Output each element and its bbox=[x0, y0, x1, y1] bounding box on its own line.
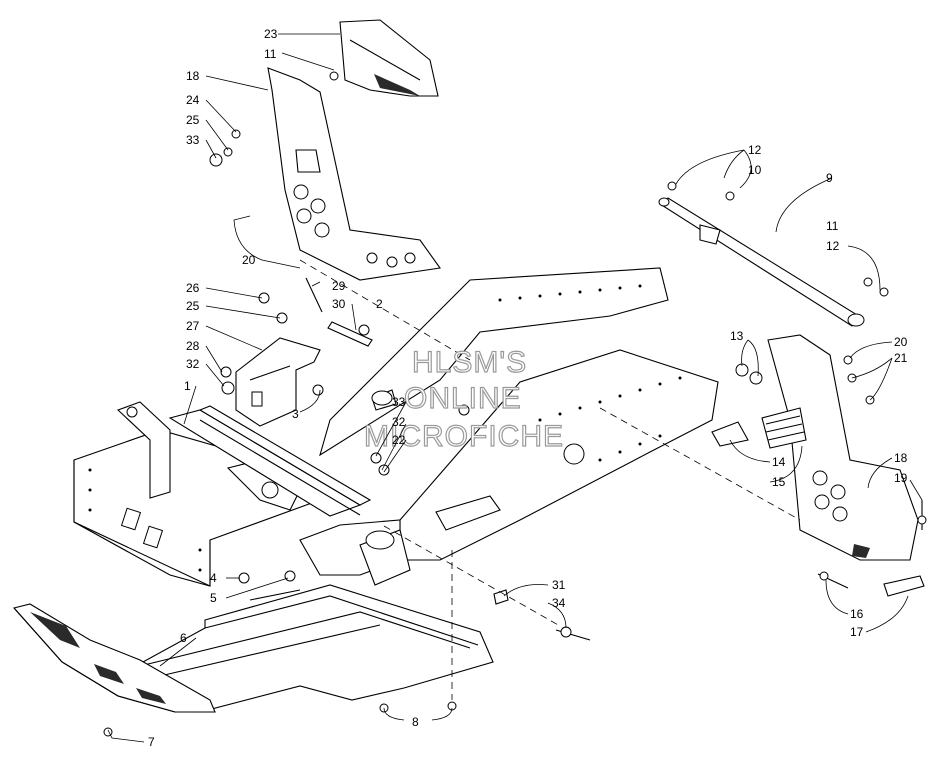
callout-25-top: 25 bbox=[186, 113, 200, 127]
callout-6: 6 bbox=[180, 631, 187, 645]
callout-leaders bbox=[107, 33, 923, 743]
callout-30: 30 bbox=[332, 297, 346, 311]
front-frame-part-1 bbox=[73, 267, 719, 587]
callout-32-mid: 32 bbox=[392, 415, 406, 429]
callout-4: 4 bbox=[210, 571, 217, 585]
motor-mount-bracket-part-27 bbox=[235, 337, 321, 427]
callout-13: 13 bbox=[730, 329, 744, 343]
callout-23: 23 bbox=[264, 27, 278, 41]
steering-support-part-18 bbox=[267, 67, 441, 281]
callout-33-mid: 33 bbox=[392, 395, 406, 409]
watermark-line-3: MICROFICHE bbox=[364, 420, 564, 453]
callout-34: 34 bbox=[552, 596, 566, 610]
callout-25-mid: 25 bbox=[186, 299, 200, 313]
callout-3: 3 bbox=[292, 407, 299, 421]
callout-11-top: 11 bbox=[264, 47, 277, 61]
alignment-lines bbox=[299, 259, 801, 700]
callout-27: 27 bbox=[186, 319, 200, 333]
callout-10: 10 bbox=[748, 163, 762, 177]
callout-1: 1 bbox=[184, 379, 191, 393]
callout-5: 5 bbox=[210, 591, 217, 605]
callout-24: 24 bbox=[186, 93, 200, 107]
watermark-line-1: HLSM'S bbox=[412, 346, 527, 379]
steering-cover-part-23 bbox=[339, 19, 439, 97]
callout-7: 7 bbox=[148, 735, 155, 749]
callout-18-right: 18 bbox=[894, 451, 908, 465]
callout-12-top: 12 bbox=[748, 143, 762, 157]
frame-rivets bbox=[88, 284, 682, 572]
callout-20-left: 20 bbox=[242, 253, 256, 267]
callout-17: 17 bbox=[850, 625, 864, 639]
callout-11-right: 11 bbox=[826, 219, 839, 233]
callout-14: 14 bbox=[772, 455, 786, 469]
right-support-part-18 bbox=[761, 334, 919, 561]
callout-15: 15 bbox=[772, 475, 786, 489]
callout-labels: 23 11 18 24 25 33 20 26 25 27 28 32 1 3 … bbox=[148, 27, 908, 749]
watermark-line-2: ONLINE bbox=[404, 382, 522, 415]
callout-16: 16 bbox=[850, 607, 864, 621]
callout-31: 31 bbox=[552, 578, 566, 592]
callout-29: 29 bbox=[332, 279, 346, 293]
callout-28: 28 bbox=[186, 339, 200, 353]
callout-18-left: 18 bbox=[186, 69, 200, 83]
callout-2: 2 bbox=[376, 297, 383, 311]
callout-22: 22 bbox=[392, 433, 406, 447]
watermark: HLSM'S ONLINE MICROFICHE bbox=[363, 345, 564, 453]
callout-20-right: 20 bbox=[894, 335, 908, 349]
front-bumper-plate-part-7 bbox=[12, 603, 216, 713]
callout-8: 8 bbox=[412, 715, 419, 729]
callout-19: 19 bbox=[894, 471, 908, 485]
callout-21: 21 bbox=[894, 351, 908, 365]
steering-post-part-9 bbox=[658, 197, 865, 327]
callout-33-top: 33 bbox=[186, 133, 200, 147]
skid-plate-part-6 bbox=[130, 584, 494, 713]
callout-26: 26 bbox=[186, 281, 200, 295]
callout-9: 9 bbox=[826, 171, 833, 185]
callout-32-left: 32 bbox=[186, 357, 200, 371]
callout-12-right: 12 bbox=[826, 239, 840, 253]
